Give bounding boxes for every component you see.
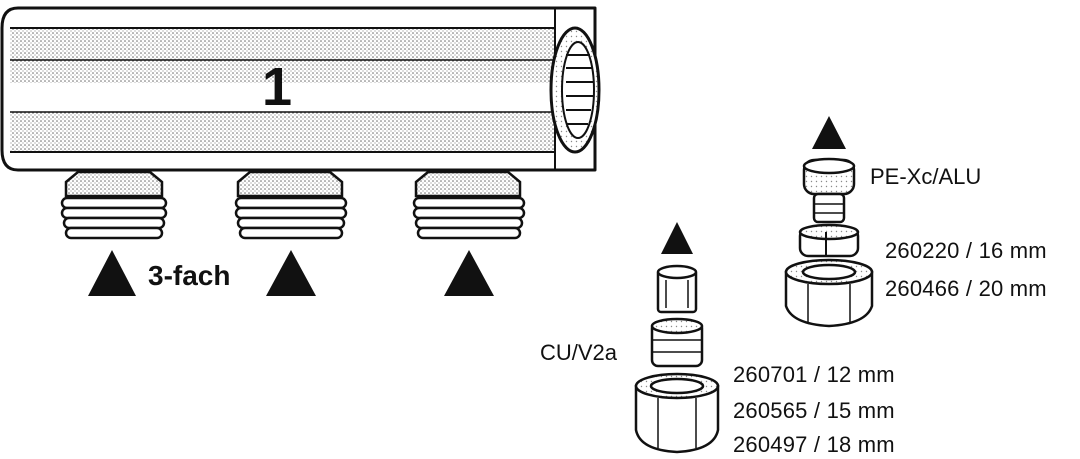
- outlet-3: [412, 170, 526, 240]
- cu-fitting: [634, 264, 720, 454]
- cu-row-2: 260565 / 15 mm: [733, 398, 895, 423]
- outlet-1: [60, 170, 168, 240]
- article-code: 260565: [733, 398, 808, 423]
- article-code: 260701: [733, 362, 808, 387]
- arrow-up-icon: [88, 250, 136, 296]
- article-code: 260466: [885, 276, 960, 301]
- arrow-up-icon: [444, 250, 494, 296]
- cu-row-1: 260701 / 12 mm: [733, 362, 895, 387]
- article-code: 260220: [885, 238, 960, 263]
- outlet-2: [234, 170, 348, 240]
- arrow-up-icon: [266, 250, 316, 296]
- size-value: 12 mm: [826, 362, 895, 387]
- pex-row-1: 260220 / 16 mm: [885, 238, 1047, 263]
- size-value: 16 mm: [978, 238, 1047, 263]
- size-value: 20 mm: [978, 276, 1047, 301]
- cu-row-3: 260497 / 18 mm: [733, 432, 895, 457]
- pex-material-label: PE-Xc/ALU: [870, 164, 982, 189]
- manifold-body: [0, 6, 601, 172]
- pex-fitting: [784, 157, 874, 328]
- size-value: 18 mm: [826, 432, 895, 457]
- cu-material-label: CU/V2a: [540, 340, 618, 365]
- manifold-number: 1: [262, 57, 293, 117]
- arrow-up-icon: [812, 116, 846, 149]
- article-code: 260497: [733, 432, 808, 457]
- size-value: 15 mm: [826, 398, 895, 423]
- arrow-up-icon: [661, 222, 693, 254]
- pex-row-2: 260466 / 20 mm: [885, 276, 1047, 301]
- manifold-variant-label: 3-fach: [148, 260, 231, 291]
